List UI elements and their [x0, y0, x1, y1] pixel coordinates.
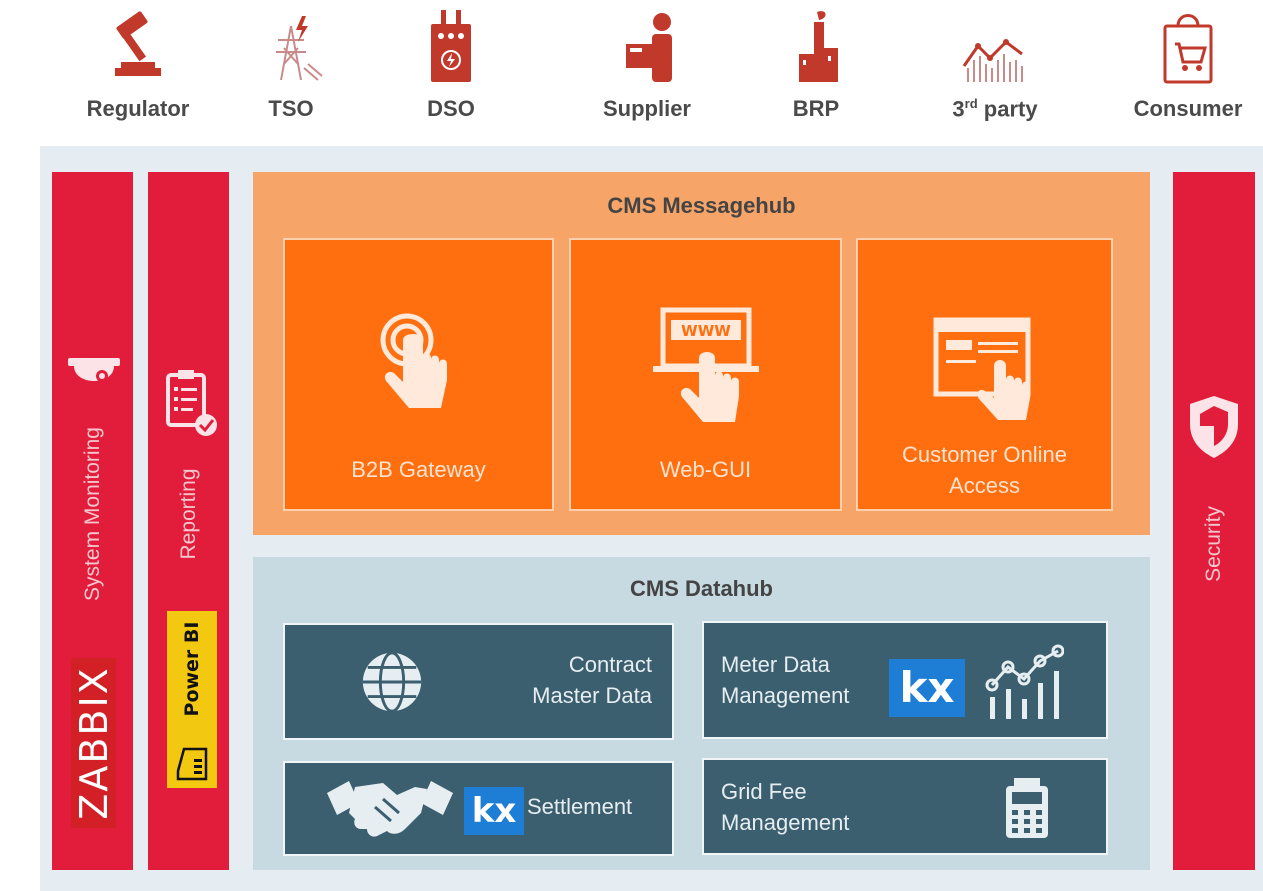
clipboard-check-icon [166, 370, 217, 436]
security-label: Security [1202, 506, 1225, 582]
settlement-card[interactable]: kx Settlement [283, 761, 674, 856]
analytics-chart-icon [985, 644, 1064, 719]
grid-fee-management-card[interactable]: Grid Fee Management [702, 758, 1108, 855]
transmission-tower-icon [276, 16, 323, 81]
actor-label: BRP [792, 96, 840, 121]
meter-data-management-card[interactable]: Meter Data Management kx [702, 621, 1108, 739]
datahub-title: CMS Datahub [630, 576, 773, 601]
reporting-label: Reporting [176, 468, 200, 560]
globe-network-icon [362, 651, 422, 713]
www-laptop-icon: WWW [652, 307, 759, 422]
actor-label: Consumer [1133, 96, 1243, 121]
system-monitoring-label: System Monitoring [80, 427, 104, 601]
kx-logo: kx [464, 787, 524, 835]
powerbi-logo: Power BI [167, 611, 217, 788]
shopping-bag-icon [1163, 14, 1213, 84]
line-graph-icon [962, 39, 1023, 82]
powerbi-label: Power BI [181, 621, 203, 717]
actor-label: 3rd party [952, 96, 1038, 122]
web-gui-card[interactable]: WWW Web-GUI [569, 238, 842, 511]
grid-fee-management-label: Grid Fee Management [721, 779, 850, 835]
powerbi-icon [176, 747, 208, 781]
svg-text:WWW: WWW [681, 322, 731, 340]
b2b-gateway-label: B2B Gateway [351, 457, 486, 482]
contract-master-data-card[interactable]: Contract Master Data [283, 623, 674, 740]
web-gui-label: Web-GUI [659, 457, 752, 482]
browser-click-icon [933, 317, 1030, 420]
actor-label: DSO [427, 96, 475, 121]
factory-icon [799, 11, 838, 82]
touch-finger-icon [380, 313, 447, 408]
b2b-gateway-card[interactable]: B2B Gateway [283, 238, 554, 511]
security-pillar: Security [1173, 172, 1255, 870]
meter-data-management-label: Meter Data Management [721, 652, 850, 708]
contract-master-data-label: Contract Master Data [532, 652, 652, 708]
gavel-icon [115, 11, 161, 76]
zabbix-logo: ZABBIX [71, 658, 116, 828]
messagehub-title: CMS Messagehub [607, 193, 796, 218]
actor-label: TSO [268, 96, 314, 121]
actor-label: Supplier [602, 96, 691, 121]
shield-icon [1190, 396, 1238, 458]
handshake-icon [327, 781, 453, 837]
kx-logo: kx [889, 659, 965, 717]
calculator-icon [1006, 778, 1048, 838]
customer-online-access-label: Customer Online Access [901, 442, 1068, 498]
actor-label: Regulator [86, 96, 190, 121]
security-camera-icon [68, 358, 120, 382]
transformer-icon [431, 10, 471, 82]
customer-online-access-card[interactable]: Customer Online Access [856, 238, 1113, 511]
settlement-label: Settlement [527, 794, 633, 819]
delivery-person-icon [626, 13, 672, 82]
